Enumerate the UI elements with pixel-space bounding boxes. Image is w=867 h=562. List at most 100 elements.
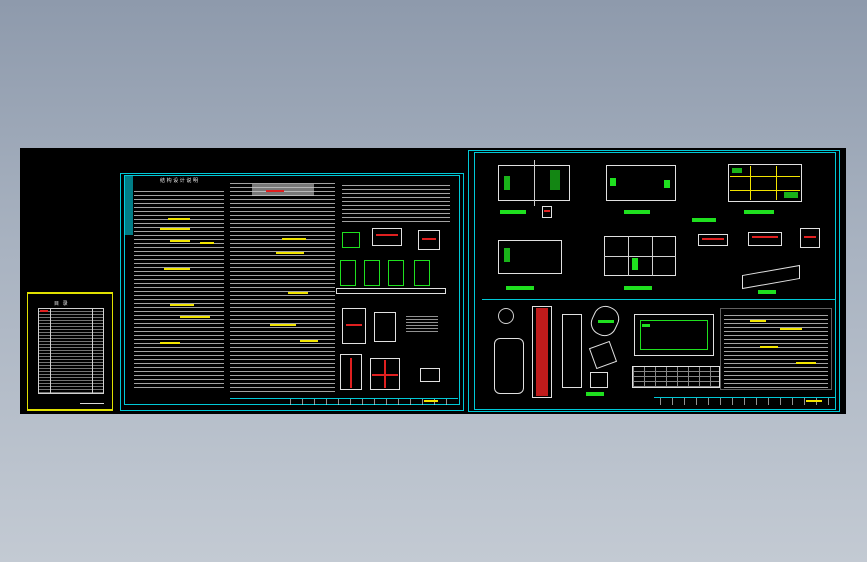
notes-column-2	[230, 182, 335, 392]
circle-detail	[498, 308, 514, 324]
tank-plan-annotation	[642, 324, 650, 327]
quantity-table-cells	[633, 367, 719, 387]
detail-stair-1	[342, 308, 366, 344]
plans-title-block-line	[654, 397, 836, 398]
detail-corner	[420, 368, 440, 382]
note-highlight	[170, 304, 194, 306]
beam-line	[750, 166, 751, 200]
note-highlight	[170, 240, 190, 242]
beam-line	[730, 190, 800, 191]
tank-plan-inner	[640, 320, 708, 350]
plan-beams	[728, 164, 802, 202]
detail-column-3	[388, 260, 404, 286]
title-block-label	[806, 400, 822, 402]
notes-title-block	[290, 399, 458, 405]
plan-annotation	[504, 176, 510, 190]
pipe-detail-3	[590, 372, 608, 388]
detail-footing-1	[342, 232, 360, 248]
tank-elevation-1	[494, 338, 524, 394]
plans-title-block	[660, 398, 836, 405]
detail-rebar	[752, 236, 778, 238]
pipe-annotation	[598, 320, 614, 323]
index-table	[38, 308, 104, 394]
index-sheet-title: 目 录	[54, 301, 69, 307]
plan-annotation	[610, 178, 616, 186]
plan-gridline	[534, 160, 535, 206]
quantity-table	[632, 366, 720, 388]
plan-slab-1	[498, 240, 562, 274]
detail-section-b	[748, 232, 782, 246]
beam-annotation	[732, 168, 742, 173]
plan-foundation-2	[606, 165, 676, 201]
notes-column-1	[134, 188, 224, 388]
plans-notes-text	[724, 312, 828, 388]
plans-sheet-inner-frame	[474, 152, 836, 410]
index-sheet-footer	[80, 403, 104, 404]
plan-label	[506, 286, 534, 290]
tank-wall-rebar	[536, 308, 548, 396]
detail-beam-section-1	[372, 228, 402, 246]
note-highlight	[160, 342, 180, 344]
plans-notes-block	[720, 308, 832, 390]
notes-table-red-mark	[266, 190, 284, 192]
index-table-rows	[39, 309, 103, 393]
note-highlight	[750, 320, 766, 322]
plan-label	[624, 286, 652, 290]
detail-wall-rebar	[350, 358, 352, 388]
detail-column-2	[364, 260, 380, 286]
index-table-column-divider-2	[92, 309, 93, 393]
notes-column-3	[342, 182, 450, 222]
detail-rebar-mark	[376, 234, 398, 236]
plans-sheet-divider	[482, 299, 836, 300]
note-highlight	[780, 328, 802, 330]
beam-line	[776, 166, 777, 200]
detail-beam-section-2	[418, 230, 440, 250]
detail-section-c	[800, 228, 820, 248]
index-table-header-mark	[40, 310, 48, 312]
note-highlight	[200, 242, 214, 244]
note-highlight	[288, 292, 308, 294]
tank-section	[562, 314, 582, 388]
detail-label	[586, 392, 604, 396]
tank-plan	[634, 314, 714, 356]
plan-detail-rebar	[544, 210, 550, 212]
plan-annotation	[664, 180, 670, 188]
note-highlight	[160, 228, 190, 230]
note-highlight	[270, 324, 296, 326]
note-highlight	[282, 238, 306, 240]
detail-rebar-mark	[422, 238, 436, 240]
detail-column-1	[340, 260, 356, 286]
detail-label	[758, 290, 776, 294]
notes-sheet-title: 结 构 设 计 说 明	[160, 178, 198, 184]
plan-detail-small	[542, 206, 552, 218]
tank-elevation-2	[532, 306, 552, 398]
note-highlight	[300, 340, 318, 342]
detail-joint-rebar-v	[384, 360, 386, 388]
index-sheet-frame-outer	[27, 292, 113, 411]
plans-sheet-outer-frame	[468, 150, 840, 412]
plan-gridline	[604, 256, 676, 257]
plan-label	[624, 210, 650, 214]
detail-wall-1	[340, 354, 362, 390]
detail-rebar	[702, 238, 724, 240]
note-highlight	[168, 218, 190, 220]
note-highlight	[276, 252, 304, 254]
detail-section-a	[698, 234, 728, 246]
cad-model-space[interactable]: 目 录 结 构 设 计 说 明	[20, 148, 846, 414]
detail-hatch-concrete	[406, 314, 438, 332]
beam-annotation	[784, 192, 798, 198]
plan-annotation	[632, 258, 638, 270]
note-highlight	[180, 316, 210, 318]
detail-stair-2	[374, 312, 396, 342]
notes-sheet-binding-strip	[124, 175, 133, 235]
beam-line	[730, 176, 800, 177]
detail-rebar-mark	[346, 324, 362, 326]
plan-annotation	[550, 170, 560, 190]
detail-rebar	[804, 236, 816, 238]
notes-title-block-line	[230, 398, 458, 399]
plan-annotation	[504, 248, 510, 262]
title-block-label	[424, 400, 438, 402]
index-table-column-divider	[50, 309, 51, 393]
notes-sheet-outer-frame	[120, 173, 464, 411]
plan-label	[744, 210, 774, 214]
